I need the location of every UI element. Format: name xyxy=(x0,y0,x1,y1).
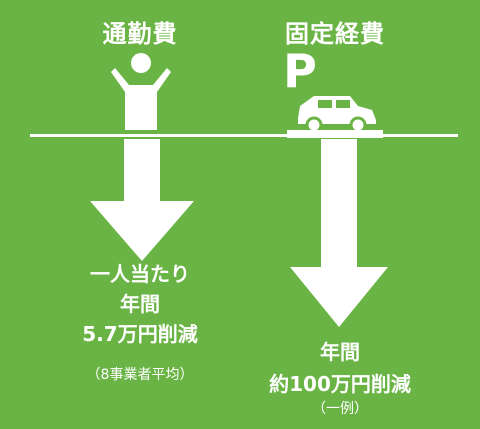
right-label-line1: 年間 xyxy=(320,340,360,364)
right-down-arrow xyxy=(290,139,388,327)
left-label-line2: 年間 xyxy=(120,292,160,316)
car-platform xyxy=(287,130,383,138)
horizontal-divider xyxy=(30,134,458,137)
right-note: （一例） xyxy=(312,401,368,417)
left-label-line3: 5.7万円削減 xyxy=(82,322,198,346)
fixed-cost-heading: 固定経費 xyxy=(285,20,385,48)
commuting-cost-heading: 通勤費 xyxy=(102,20,178,48)
right-label-line2: 約100万円削減 xyxy=(269,372,411,396)
parking-sign-icon: P xyxy=(283,44,317,98)
person-icon xyxy=(111,53,171,130)
left-note: （8事業者平均） xyxy=(86,367,194,383)
left-label-line1: 一人当たり xyxy=(90,262,190,286)
left-down-arrow xyxy=(90,139,194,261)
car-icon xyxy=(298,96,376,134)
